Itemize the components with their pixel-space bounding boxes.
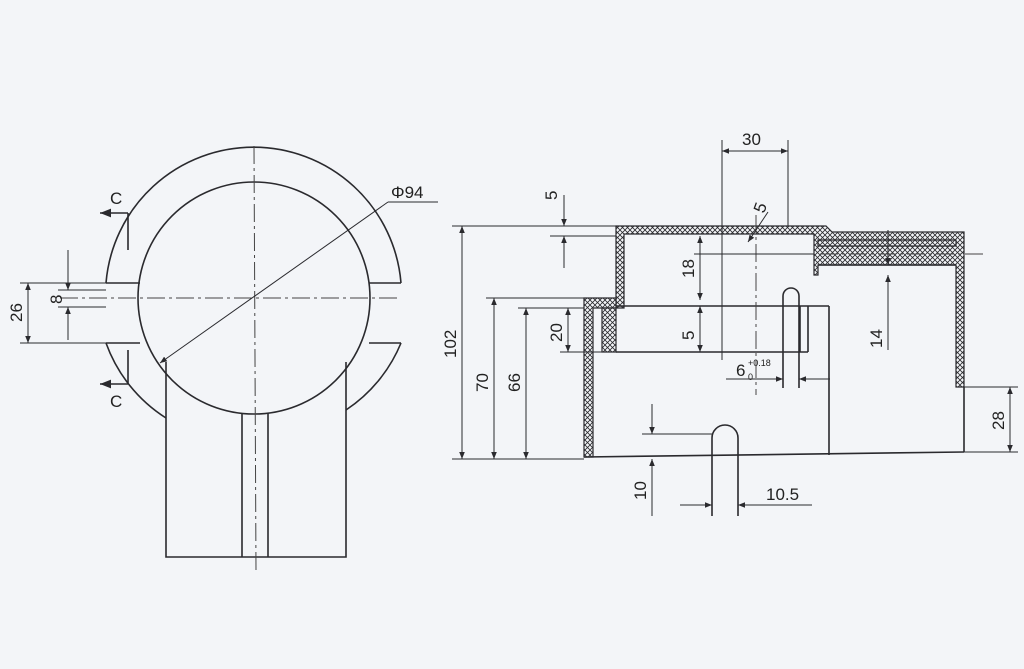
dim-5-wall-leader <box>747 211 769 243</box>
dim-30-label: 30 <box>742 130 761 149</box>
front-view: Φ94 C C 26 8 <box>7 145 438 573</box>
dim-6-lower-tolerance: 0 <box>748 372 753 382</box>
dim-18-label: 18 <box>679 259 698 278</box>
upper-pin-slot <box>782 287 800 388</box>
dim-5-wall-label: 5 <box>750 200 771 215</box>
outer-ring-upper-arc <box>105 146 402 284</box>
dim-66-label: 66 <box>505 373 524 392</box>
section-c-bottom-label: C <box>110 392 122 411</box>
right-flange-wall <box>817 239 957 247</box>
inner-step-wall <box>601 307 617 353</box>
dim-70-label: 70 <box>473 373 492 392</box>
diameter-label: Φ94 <box>391 183 423 202</box>
lower-pin-slot <box>711 424 739 516</box>
dim-102-label: 102 <box>441 330 460 358</box>
diameter-leader <box>159 201 389 364</box>
dim-6-label: 6 <box>736 361 745 380</box>
dim-26-label: 26 <box>7 303 26 322</box>
dim-28-label: 28 <box>989 411 1008 430</box>
dim-6-upper-tolerance: +0.18 <box>748 358 771 368</box>
dim-10-label: 10 <box>631 481 650 500</box>
dim-20-label: 20 <box>547 323 566 342</box>
dim-8-label: 8 <box>47 295 66 304</box>
section-c-top-label: C <box>110 189 122 208</box>
base-line <box>583 451 965 458</box>
dim-10-5-label: 10.5 <box>766 485 799 504</box>
vertical-centerline <box>253 145 257 573</box>
outer-ring-left-lower-arc <box>105 342 167 419</box>
dim-5-top-label: 5 <box>542 191 561 200</box>
dim-14-label: 14 <box>867 329 886 348</box>
outer-ring-right-lower-arc <box>345 342 402 411</box>
side-view: 30 5 5 18 5 20 102 70 66 <box>441 130 1018 516</box>
dim-5-inner-label: 5 <box>679 331 698 340</box>
